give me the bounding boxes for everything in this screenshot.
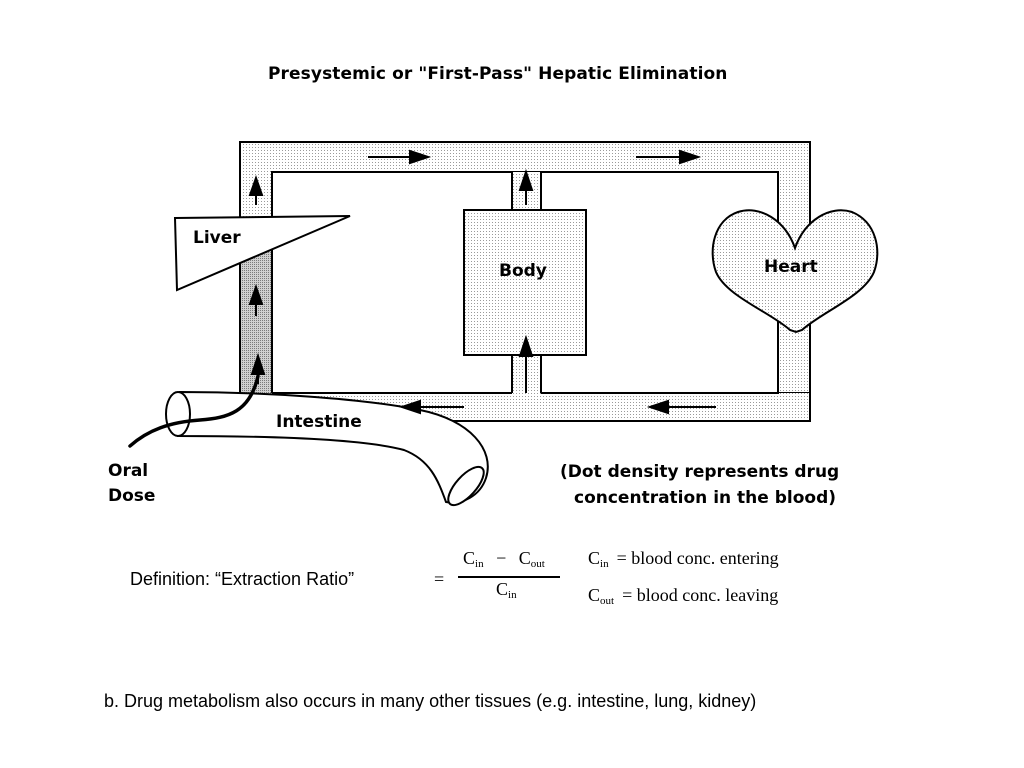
oral-dose-path <box>128 374 260 448</box>
intestine-opening <box>165 391 191 437</box>
numerator-c-out: C <box>518 548 531 568</box>
legend-c-out-sub: out <box>600 595 615 607</box>
footer-note: b. Drug metabolism also occurs in many o… <box>104 691 757 711</box>
flow-arrows <box>248 149 716 415</box>
denominator-c-in: C <box>496 579 509 599</box>
equals-sign: = <box>434 569 445 589</box>
fraction-numerator: Cin − Cout <box>463 548 545 570</box>
body-organ <box>463 209 587 356</box>
oral-label-line1: Oral <box>108 461 149 481</box>
legend-c-out-text: = blood conc. leaving <box>622 585 779 605</box>
numerator-c-in: C <box>463 548 476 568</box>
definition-label: Definition: “Extraction Ratio” <box>130 569 355 589</box>
legend-c-in: Cin = blood conc. entering <box>588 548 779 570</box>
note-line1: (Dot density represents drug <box>560 462 840 482</box>
body-label: Body <box>499 261 547 281</box>
numerator-c-out-sub: out <box>530 558 545 570</box>
diagram-title: Presystemic or "First-Pass" Hepatic Elim… <box>268 64 728 84</box>
dot-density-note: (Dot density represents drug concentrati… <box>560 459 839 511</box>
fraction-denominator: Cin <box>496 579 517 601</box>
note-line2: concentration in the blood) <box>574 488 837 508</box>
heart-label: Heart <box>764 257 818 277</box>
minus-sign: − <box>496 548 507 568</box>
legend-c-out-symbol: C <box>588 585 601 605</box>
fraction-bar <box>458 576 560 578</box>
legend-c-out: Cout = blood conc. leaving <box>588 585 778 607</box>
liver-label: Liver <box>193 228 241 248</box>
heart-organ <box>711 209 879 334</box>
liver-organ <box>173 215 351 292</box>
intestine-end <box>447 465 485 507</box>
numerator-c-in-sub: in <box>475 558 484 570</box>
oral-label-line2: Dose <box>108 486 156 506</box>
legend-c-in-text: = blood conc. entering <box>616 548 779 568</box>
legend-c-in-symbol: C <box>588 548 601 568</box>
denominator-c-in-sub: in <box>508 589 517 601</box>
legend-c-in-sub: in <box>600 558 609 570</box>
intestine-organ <box>176 390 489 504</box>
intestine-label: Intestine <box>276 412 362 432</box>
oral-dose-label: Oral Dose <box>108 459 155 509</box>
